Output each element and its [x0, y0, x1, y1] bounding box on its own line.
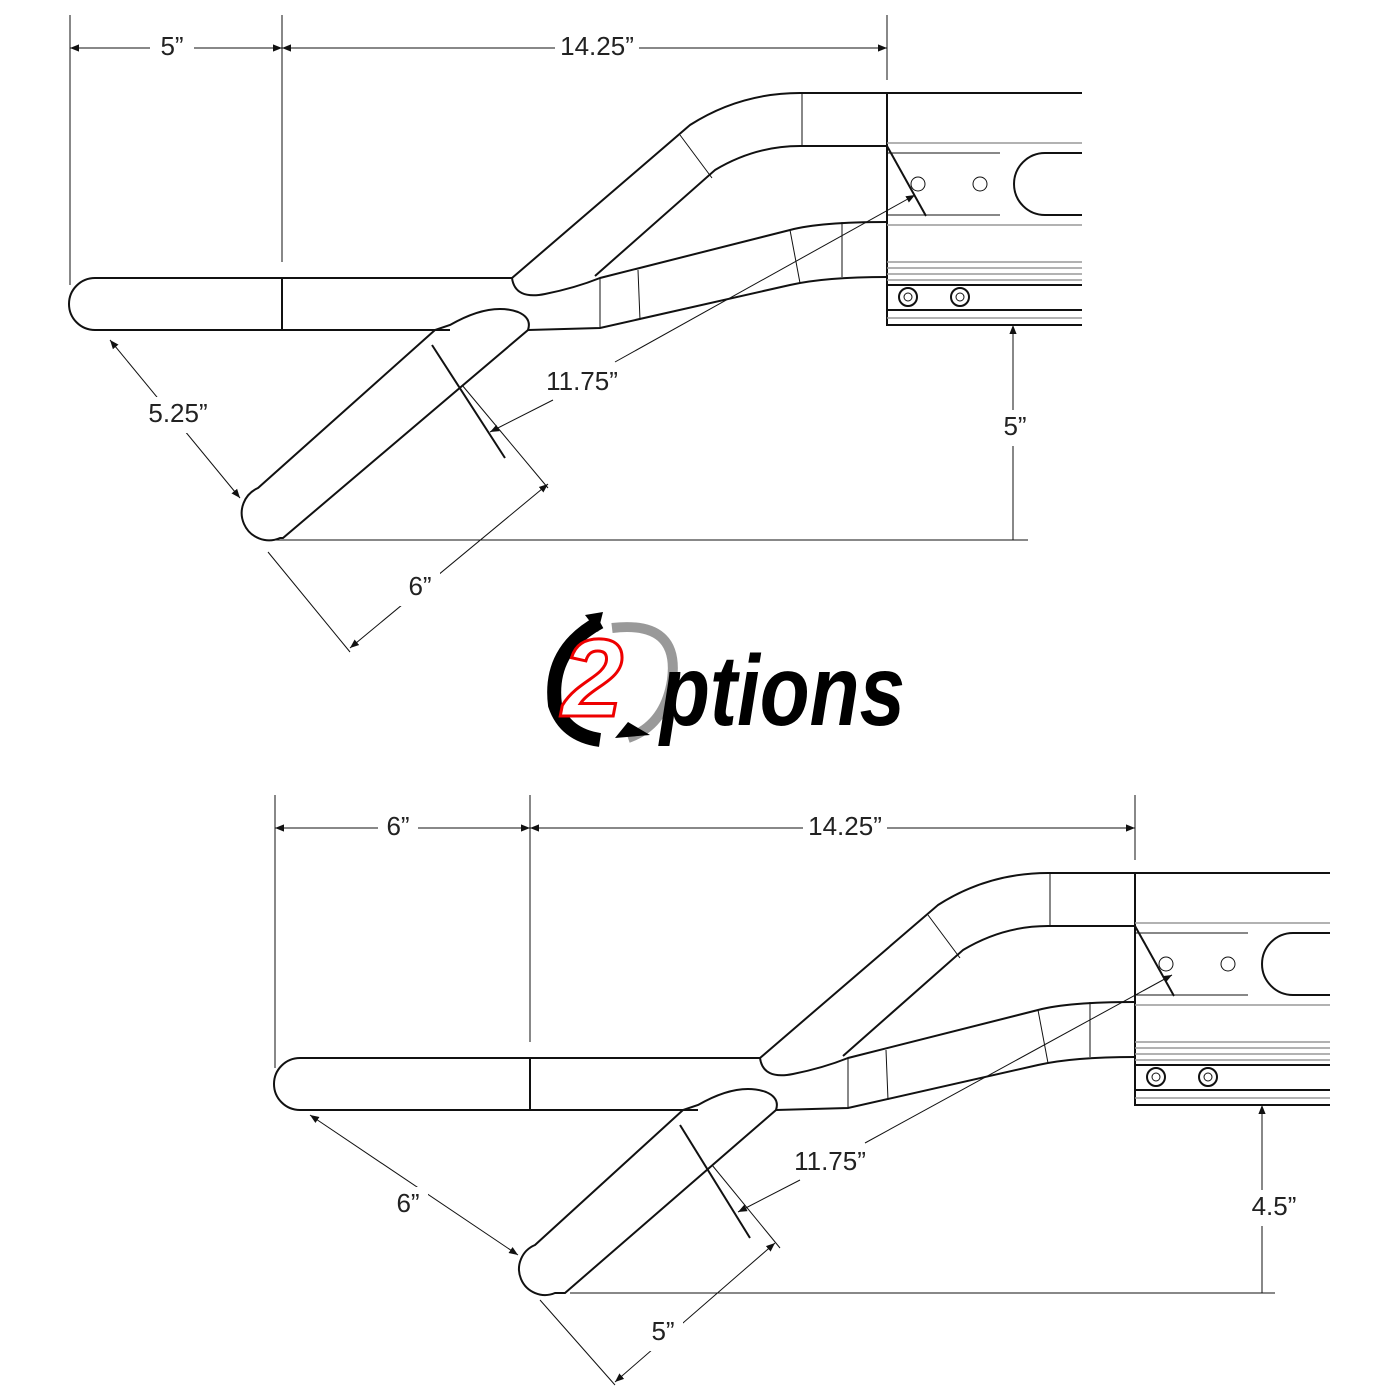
2options-logo: 2 ptions: [547, 612, 905, 747]
dim-straight-length: 14.25”: [560, 31, 634, 61]
dim-straight-length: 14.25”: [808, 811, 882, 841]
dim-drop: 4.5”: [1252, 1191, 1297, 1221]
logo-text: ptions: [658, 635, 905, 747]
dim-tip-length: 5”: [160, 31, 183, 61]
dim-branch-length: 5”: [651, 1316, 674, 1346]
option-2-diagram: 6” 14.25” 6” 5” 11.75” 4.5”: [273, 795, 1331, 1386]
dim-diagonal-tip: 5.25”: [148, 398, 207, 428]
logo-numeral: 2: [560, 617, 623, 740]
dim-tip-length: 6”: [386, 811, 409, 841]
dim-drop: 5”: [1003, 411, 1026, 441]
dim-span: 11.75”: [794, 1146, 866, 1176]
dim-branch-length: 6”: [408, 571, 431, 601]
dim-diagonal-tip: 6”: [396, 1188, 419, 1218]
option-1-diagram: 5” 14.25” 5.25” 6” 11.75” 5”: [68, 15, 1083, 653]
dim-span: 11.75”: [546, 366, 618, 396]
